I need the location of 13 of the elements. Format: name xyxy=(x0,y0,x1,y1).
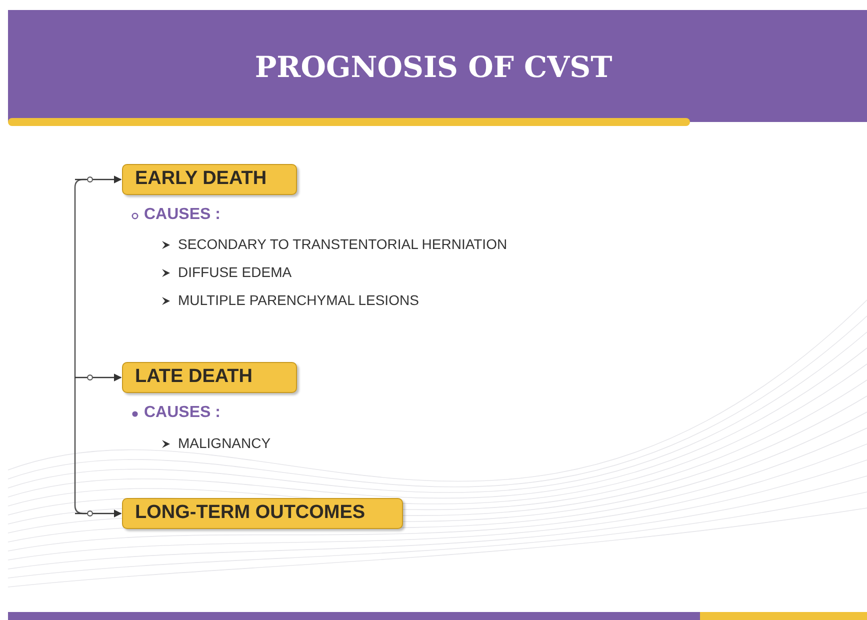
list-item: MALIGNANCY xyxy=(178,435,271,451)
heading-box: LATE DEATH xyxy=(122,362,297,393)
section-heading: CAUSES : xyxy=(144,206,220,224)
arrow xyxy=(75,176,122,184)
list-item: MULTIPLE PARENCHYMAL LESIONS xyxy=(178,292,419,308)
slide-title: PROGNOSIS OF CVST xyxy=(254,50,614,84)
arrow xyxy=(75,510,122,518)
list-item: SECONDARY TO TRANSTENTORIAL HERNIATION xyxy=(178,236,508,252)
arrow xyxy=(75,374,122,382)
heading-box: EARLY DEATH xyxy=(122,164,297,195)
list-item: DIFFUSE EDEMA xyxy=(178,264,292,280)
heading-box: LONG-TERM OUTCOMES xyxy=(122,498,403,529)
section-heading: CAUSES : xyxy=(144,404,220,422)
